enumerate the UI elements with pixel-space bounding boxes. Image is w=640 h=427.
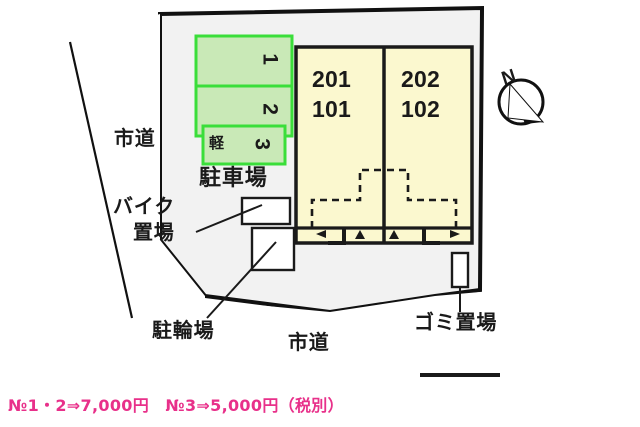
road-strip-left: [70, 14, 205, 320]
motorbike-parking-label-line2: 置場: [133, 220, 175, 244]
door-arrow-left-1: [316, 230, 326, 238]
road-strip-bottom: [205, 292, 480, 330]
garbage-area-box: [450, 251, 470, 289]
parking-stall-2-label: 2: [258, 103, 282, 116]
motorbike-parking-leader: [195, 204, 263, 233]
compass-needle-light: [507, 82, 545, 123]
parking-stall-1-label: 1: [258, 53, 282, 66]
parking-stall-3-kei-mark: 軽: [209, 134, 225, 152]
unit-102-label: 102: [401, 96, 441, 122]
bicycle-parking-box: [250, 226, 296, 272]
parking-stall-3: [201, 124, 287, 166]
entrance-jamb-left: [328, 228, 346, 245]
road-bottom-label: 市道: [288, 330, 330, 354]
motorbike-parking-box: [240, 196, 292, 226]
bicycle-parking-label: 駐輪場: [152, 318, 215, 342]
parking-area-label: 駐車場: [199, 166, 268, 191]
door-arrow-up-2: [389, 230, 399, 239]
price-note: №1・2⇒7,000円 №3⇒5,000円（税別）: [8, 396, 344, 415]
parking-stall-3-label: 3: [250, 138, 274, 151]
entry-dashed-left: [310, 168, 384, 228]
road-far-edge-line: [68, 41, 134, 319]
garbage-area-label: ゴミ置場: [414, 310, 498, 334]
door-arrow-up-1: [355, 230, 365, 239]
entrance-jamb-right: [422, 228, 440, 245]
unit-201-label: 201: [312, 66, 352, 92]
motorbike-parking-label-line1: バイク: [113, 194, 175, 218]
entry-dashed-right: [384, 168, 458, 228]
road-left-label: 市道: [114, 126, 156, 150]
unit-202-label: 202: [401, 66, 441, 92]
unit-101-label: 101: [312, 96, 352, 122]
bicycle-parking-leader: [206, 241, 277, 319]
door-arrow-right-1: [450, 230, 460, 238]
